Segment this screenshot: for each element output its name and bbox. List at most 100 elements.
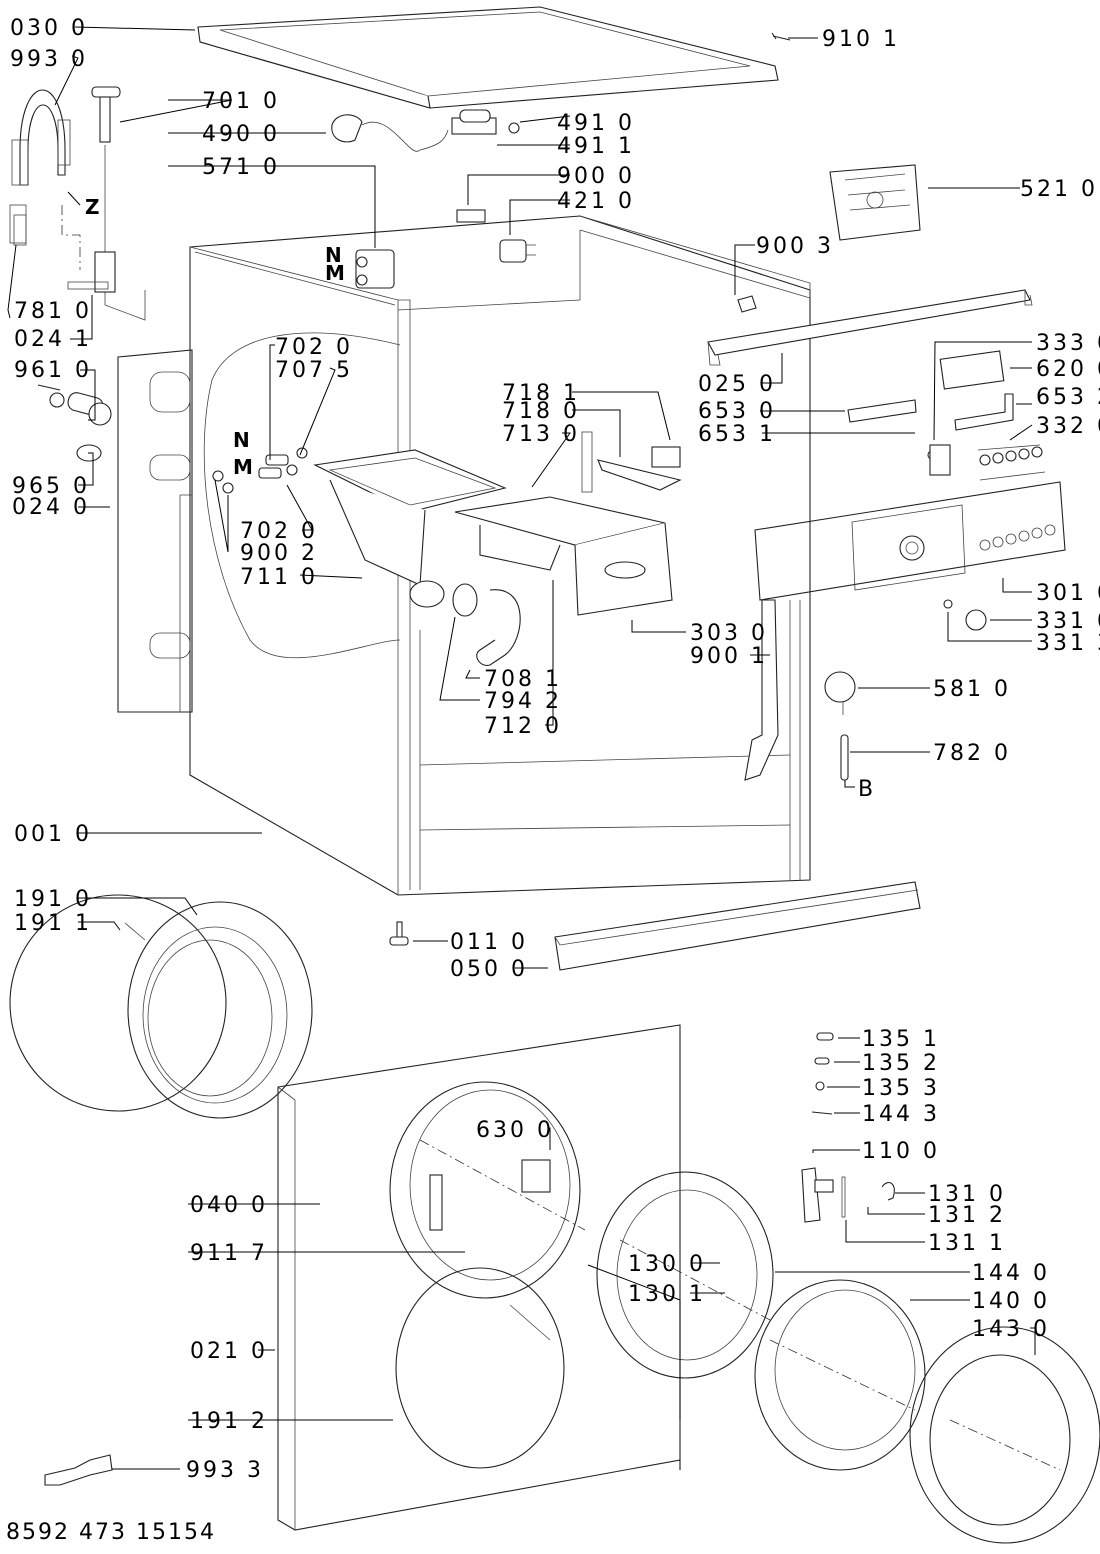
callout-label: 024 0 (12, 495, 90, 520)
callout-label: 900 3 (756, 234, 834, 259)
callout-label: 143 0 (972, 1317, 1050, 1342)
callout-label: 653 0 (698, 399, 776, 424)
callout-label: 040 0 (190, 1193, 268, 1218)
callout-label: 711 0 (240, 565, 318, 590)
callout-label: 900 0 (557, 164, 635, 189)
callout-label: 900 2 (240, 541, 318, 566)
document-code: 8592 473 15154 (6, 1520, 216, 1545)
door-ring-part (596, 1171, 774, 1379)
callout-label: 713 0 (502, 422, 580, 447)
power-cord-part (331, 114, 449, 152)
callout-label: 001 0 (14, 822, 92, 847)
callout-label: 140 0 (972, 1289, 1050, 1314)
callout-label: 965 0 (12, 474, 90, 499)
callout-labels: 030 0 993 0 701 0 490 0 571 0 Z N M 781 … (10, 16, 1100, 1483)
selector-switch-part (927, 444, 951, 476)
callout-label: 781 0 (14, 299, 92, 324)
wiring-bracket-part (744, 599, 779, 781)
callout-label: M (325, 261, 348, 285)
rear-panel-part (117, 349, 193, 713)
callout-label: 653 1 (698, 422, 776, 447)
callout-label: 135 3 (862, 1076, 940, 1101)
callout-label: Z (85, 195, 103, 219)
callout-label: 191 2 (190, 1409, 268, 1434)
hinge-part (801, 1167, 895, 1223)
callout-label: 718 0 (502, 399, 580, 424)
hinge-washer-part (815, 1081, 825, 1091)
knob-part (965, 609, 987, 631)
sump-hose-part (452, 583, 521, 666)
callout-label: 303 0 (690, 621, 768, 646)
callout-label: 135 2 (862, 1051, 940, 1076)
callout-label: 331 3 (1036, 631, 1100, 656)
callout-label: 024 1 (14, 327, 92, 352)
callout-label: 581 0 (933, 677, 1011, 702)
callout-label: 708 1 (484, 667, 562, 692)
callout-label: 011 0 (450, 930, 528, 955)
callout-label: 707 5 (275, 358, 353, 383)
top-lid-part (197, 6, 779, 109)
callout-label: 301 0 (1036, 581, 1100, 606)
callout-label: 718 1 (502, 381, 580, 406)
callout-label: 630 0 (476, 1118, 554, 1143)
callout-label: 021 0 (190, 1339, 268, 1364)
callout-label: 900 1 (690, 644, 768, 669)
pressure-switch-part (824, 671, 856, 715)
drain-hose-part (9, 89, 81, 270)
dispenser-area-outline (203, 332, 401, 659)
switch-bar-part (847, 399, 917, 423)
callout-label: 653 2 (1036, 385, 1100, 410)
callout-label: 144 3 (862, 1102, 940, 1127)
callout-label: 110 0 (862, 1139, 940, 1164)
callout-label: 130 0 (628, 1252, 706, 1277)
siphon-cap-part (581, 431, 682, 493)
callout-label: 491 0 (557, 111, 635, 136)
callout-label: N (325, 243, 345, 267)
valve-bracket-part (67, 251, 116, 293)
leader-lines (7, 26, 1036, 1470)
callout-label: 910 1 (822, 27, 900, 52)
dispenser-housing-part (313, 449, 507, 608)
cabinet-part (189, 215, 811, 896)
small-clip-part (737, 295, 757, 313)
control-module-part (829, 164, 921, 241)
dispenser-drawer-part (454, 496, 673, 616)
hinge-spring-part (814, 1057, 830, 1065)
callout-label: 130 1 (628, 1282, 706, 1307)
panel-buttons (979, 524, 1056, 551)
callout-label: 490 0 (202, 122, 280, 147)
callout-label: 491 1 (557, 134, 635, 159)
callout-label: 712 0 (484, 714, 562, 739)
callout-label: M (233, 455, 256, 479)
callout-label: 191 1 (14, 911, 92, 936)
display-pcb-part (939, 350, 1005, 390)
button-set-part (977, 444, 1046, 481)
callout-label: B (858, 777, 876, 802)
control-panel-part (754, 481, 1066, 601)
noise-filter-part (451, 109, 520, 135)
outer-door-part (909, 1326, 1100, 1544)
callout-label: 620 0 (1036, 357, 1100, 382)
front-panel-part (277, 1024, 681, 1531)
foot-part (389, 921, 409, 946)
callout-label: 025 0 (698, 372, 776, 397)
callout-label: 993 0 (10, 47, 88, 72)
callout-label: 702 0 (240, 519, 318, 544)
tool-part (44, 1454, 113, 1486)
callout-label: 131 2 (928, 1203, 1006, 1228)
hinge-screw-part (811, 1111, 833, 1115)
callout-label: 911 7 (190, 1241, 268, 1266)
switch-bar-l-part (954, 393, 1014, 431)
callout-label: 135 1 (862, 1027, 940, 1052)
door-gasket-part (9, 894, 313, 1119)
door-glass-part (754, 1279, 926, 1471)
callout-label: 701 0 (202, 89, 280, 114)
callout-label: 961 0 (14, 358, 92, 383)
callout-label: 331 0 (1036, 609, 1100, 634)
callout-label: 993 3 (186, 1458, 264, 1483)
callout-label: 131 1 (928, 1231, 1006, 1256)
callout-label: 421 0 (557, 189, 635, 214)
callout-label: 144 0 (972, 1261, 1050, 1286)
callout-label: 333 0 (1036, 331, 1100, 356)
